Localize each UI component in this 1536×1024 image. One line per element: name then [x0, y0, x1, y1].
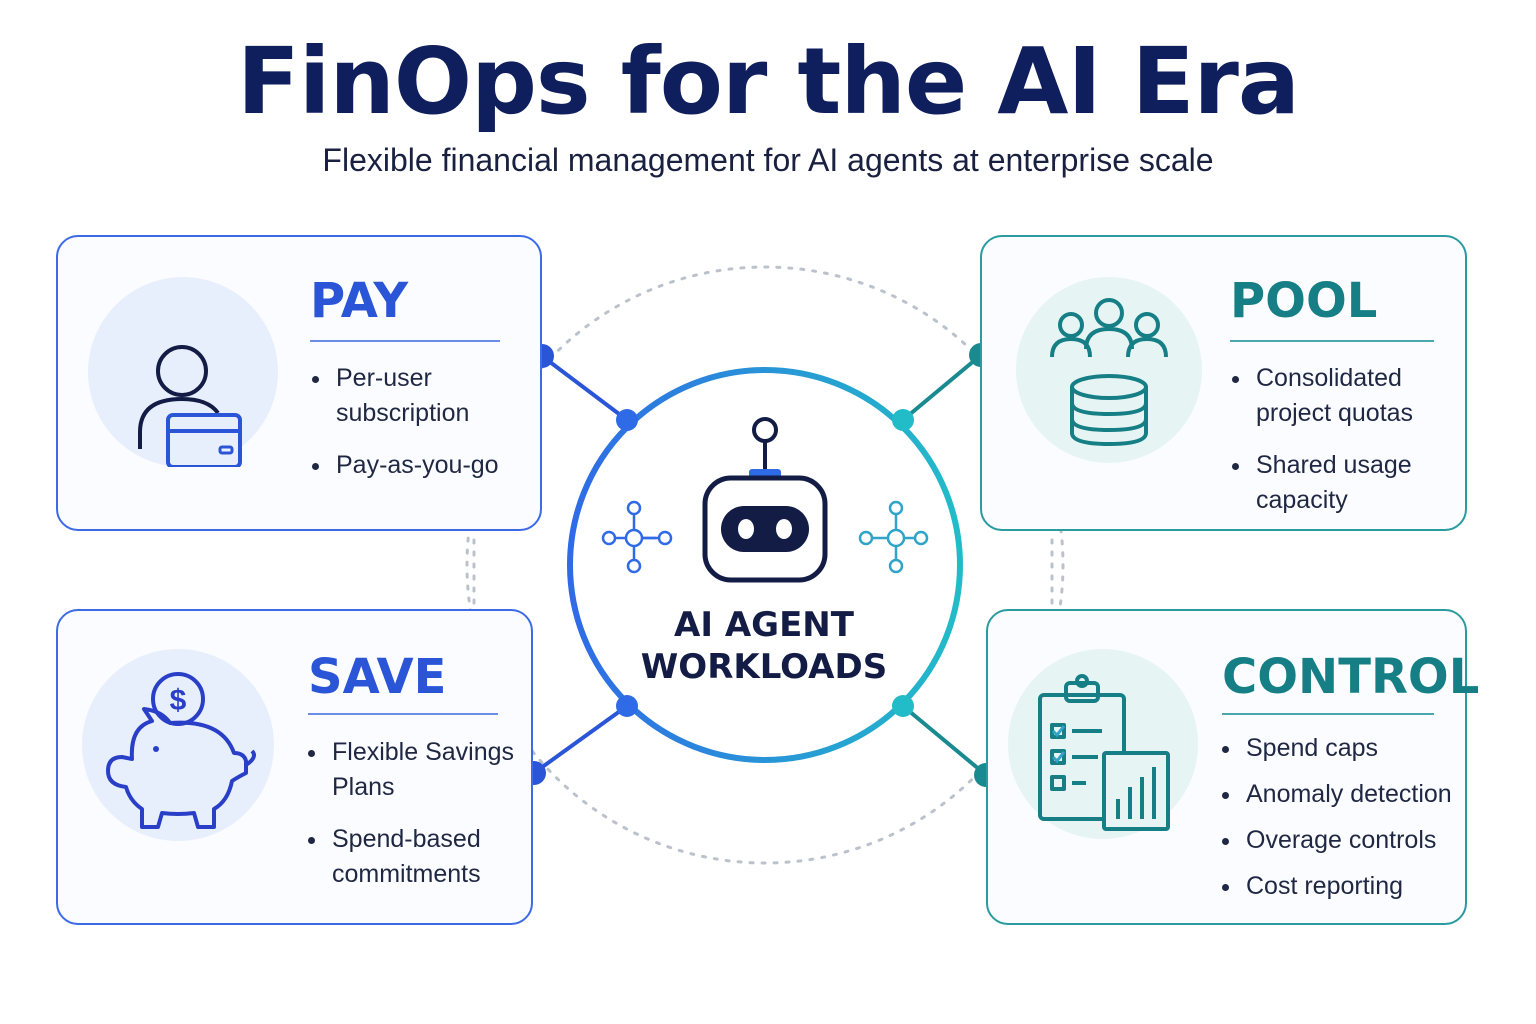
ring-dot-save — [616, 695, 638, 717]
center-label-line2: WORKLOADS — [640, 647, 888, 687]
pay-title: PAY — [310, 273, 409, 329]
control-icon-circle — [1008, 649, 1198, 839]
ring-dot-control — [892, 695, 914, 717]
ring-dot-pay — [616, 409, 638, 431]
pay-divider — [310, 340, 500, 342]
list-item: Consolidated project quotas — [1230, 361, 1450, 431]
page-title: FinOps for the AI Era — [236, 28, 1300, 135]
card-save: $ SAVE Flexible Savings Plans Spend-base… — [56, 609, 533, 925]
card-pay: PAY Per-user subscription Pay-as-you-go — [56, 235, 542, 531]
connector-pay — [540, 354, 629, 422]
ring-dot-pool — [892, 409, 914, 431]
network-node-icon-left — [601, 500, 673, 574]
center-label: AI AGENT WORKLOADS — [614, 604, 914, 688]
connector-control — [901, 704, 988, 777]
pool-icon-circle — [1016, 277, 1202, 463]
clipboard-chart-icon — [1038, 674, 1170, 831]
list-item: Overage controls — [1220, 823, 1460, 858]
page-subtitle: Flexible financial management for AI age… — [322, 142, 1214, 178]
list-item: Flexible Savings Plans — [306, 735, 528, 805]
save-list: Flexible Savings Plans Spend-based commi… — [306, 735, 528, 909]
svg-text:$: $ — [170, 684, 187, 717]
center-label-line1: AI AGENT — [674, 605, 854, 645]
outer-dotted-orbit — [465, 265, 1065, 865]
save-icon-circle: $ — [82, 649, 274, 841]
pool-title: POOL — [1230, 273, 1378, 329]
robot-icon — [702, 417, 828, 583]
user-credit-card-icon — [138, 345, 242, 469]
list-item: Spend-based commitments — [306, 822, 528, 892]
pool-divider — [1230, 340, 1434, 342]
card-control: CONTROL Spend caps Anomaly detection Ove… — [986, 609, 1479, 925]
control-divider — [1222, 713, 1434, 715]
pay-icon-circle — [88, 277, 278, 469]
pool-list: Consolidated project quotas Shared usage… — [1230, 361, 1450, 535]
piggy-bank-icon: $ — [106, 672, 256, 829]
connector-save — [532, 704, 629, 775]
control-list: Spend caps Anomaly detection Overage con… — [1220, 731, 1460, 915]
card-pool: POOL Consolidated project quotas Shared … — [980, 235, 1467, 531]
control-title: CONTROL — [1222, 649, 1480, 705]
save-divider — [308, 713, 498, 715]
group-database-icon — [1050, 298, 1168, 447]
pay-list: Per-user subscription Pay-as-you-go — [310, 361, 530, 500]
network-node-icon-right — [858, 500, 929, 574]
list-item: Pay-as-you-go — [310, 448, 530, 483]
list-item: Cost reporting — [1220, 869, 1460, 904]
save-title: SAVE — [308, 649, 447, 705]
list-item: Anomaly detection — [1220, 777, 1460, 812]
list-item: Per-user subscription — [310, 361, 530, 431]
connector-pool — [901, 353, 983, 422]
list-item: Spend caps — [1220, 731, 1460, 766]
list-item: Shared usage capacity — [1230, 448, 1450, 518]
